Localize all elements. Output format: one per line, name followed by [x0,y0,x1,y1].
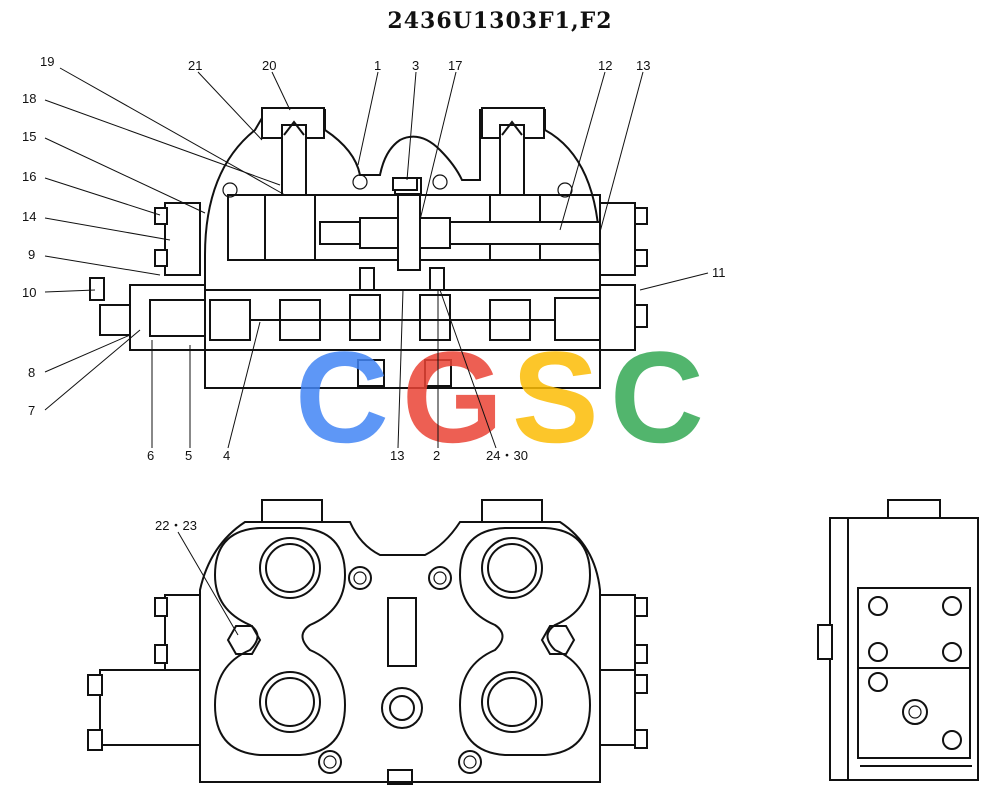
drawing-title: 2436U1303F1,F2 [387,8,613,34]
callout-9: 9 [28,247,35,262]
front-view [87,499,648,785]
callout-17: 17 [448,58,462,73]
leader-lines [44,67,709,636]
callout-1: 1 [374,58,381,73]
callout-8: 8 [28,365,35,380]
callout-6: 6 [147,448,154,463]
callout-21: 21 [188,58,202,73]
callout-2: 2 [433,448,440,463]
watermark-letter-c2: C [610,324,704,470]
callout-14: 14 [22,209,36,224]
watermark-letter-c1: C [295,324,389,470]
callout-24-30: 24・30 [486,448,528,463]
callout-13-bottom: 13 [390,448,404,463]
callout-18: 18 [22,91,36,106]
callout-12: 12 [598,58,612,73]
callout-labels: 19 21 20 1 3 17 12 13 18 15 16 14 9 10 1… [22,54,726,533]
section-view [89,107,648,389]
callout-11: 11 [712,265,726,280]
watermark-letter-g: G [402,324,503,470]
callout-7: 7 [28,403,35,418]
callout-3: 3 [412,58,419,73]
side-view [817,499,979,781]
cgsc-watermark: C G S C [295,324,704,470]
callout-5: 5 [185,448,192,463]
callout-10: 10 [22,285,36,300]
watermark-letter-s: S [512,324,599,470]
callout-4: 4 [223,448,230,463]
callout-15: 15 [22,129,36,144]
callout-16: 16 [22,169,36,184]
callout-20: 20 [262,58,276,73]
callout-22-23: 22・23 [155,518,197,533]
callout-19: 19 [40,54,54,69]
callout-13-top: 13 [636,58,650,73]
